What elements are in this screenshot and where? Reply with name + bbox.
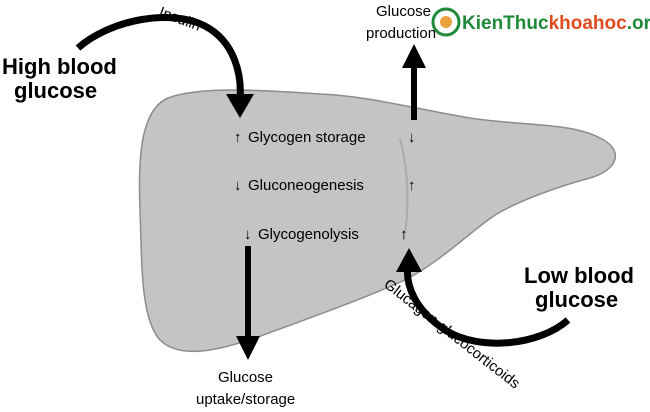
high-glucose-line1: High blood xyxy=(2,54,117,79)
glucose-uptake-line1: Glucose xyxy=(218,369,273,386)
watermark: KienThuckhoahoc.org xyxy=(431,7,650,37)
glucose-production-arrow-head xyxy=(402,44,426,68)
glucose-production-line1: Glucose xyxy=(376,3,431,20)
insulin-arrow-head xyxy=(226,94,254,118)
high-glucose-line2: glucose xyxy=(14,78,97,103)
process-glycogen-storage: ↑ Glycogen storage ↓ xyxy=(234,129,416,146)
arrow-up-icon: ↑ xyxy=(234,129,242,146)
arrow-down-icon: ↓ xyxy=(408,129,416,146)
process-label: Glycogenolysis xyxy=(258,226,359,243)
glucose-production-line2: production xyxy=(366,25,436,42)
glucagon-arrow xyxy=(404,264,571,347)
glucagon-label: Glucagon glucocorticoids xyxy=(381,276,524,393)
liver-shape xyxy=(138,89,617,353)
process-label: Glycogen storage xyxy=(248,129,366,146)
glucagon-arrow-head xyxy=(396,248,422,272)
process-glycogenolysis: ↓ Glycogenolysis ↑ xyxy=(244,226,408,243)
process-gluconeogenesis: ↓ Gluconeogenesis ↑ xyxy=(234,177,416,194)
glucose-uptake-line2: uptake/storage xyxy=(196,391,295,408)
insulin-arrow xyxy=(75,13,244,101)
liver-groove xyxy=(399,137,409,241)
insulin-label: Insulin xyxy=(157,4,204,35)
glucose-uptake-arrow-head xyxy=(236,336,260,360)
low-glucose-line1: Low blood xyxy=(524,263,634,288)
arrow-down-icon: ↓ xyxy=(234,177,242,194)
watermark-text: KienThuckhoahoc.org xyxy=(462,13,650,34)
low-glucose-line2: glucose xyxy=(535,287,618,312)
arrow-down-icon: ↓ xyxy=(244,226,252,243)
arrow-up-icon: ↑ xyxy=(408,177,416,194)
arrow-up-icon: ↑ xyxy=(400,226,408,243)
process-label: Gluconeogenesis xyxy=(248,177,364,194)
